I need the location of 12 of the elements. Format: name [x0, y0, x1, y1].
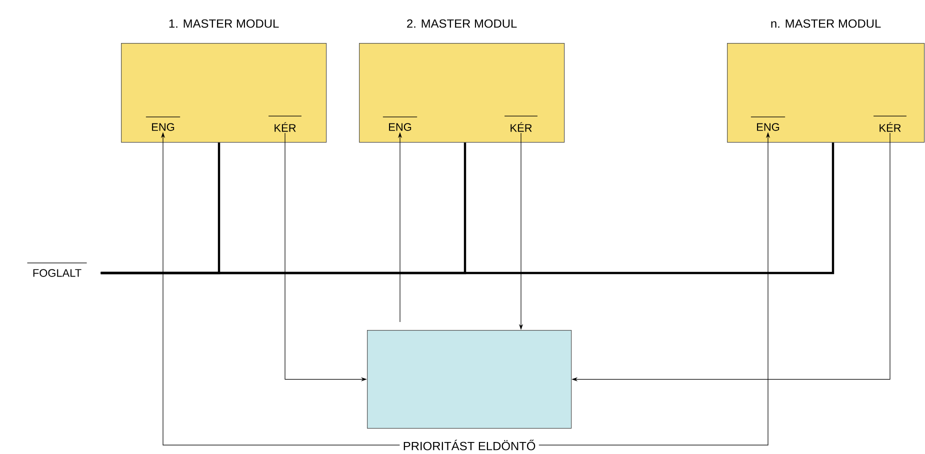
module-title: 1. MASTER MODUL — [169, 19, 279, 28]
signal-name: ENG — [382, 116, 418, 131]
module-title: n. MASTER MODUL — [771, 19, 881, 28]
block-title: PRIORITÁST ELDÖNTŐ — [404, 440, 536, 450]
signal-name: KÉR — [268, 116, 302, 132]
signal-name: FOGLALT — [26, 262, 88, 277]
signal-name: ENG — [750, 116, 786, 131]
module-title: 2. MASTER MODUL — [407, 19, 517, 28]
signal-name: KÉR — [504, 116, 538, 132]
bus-line — [100, 142, 834, 274]
signal-name: ENG — [146, 116, 180, 131]
signal-name: KÉR — [873, 116, 907, 132]
